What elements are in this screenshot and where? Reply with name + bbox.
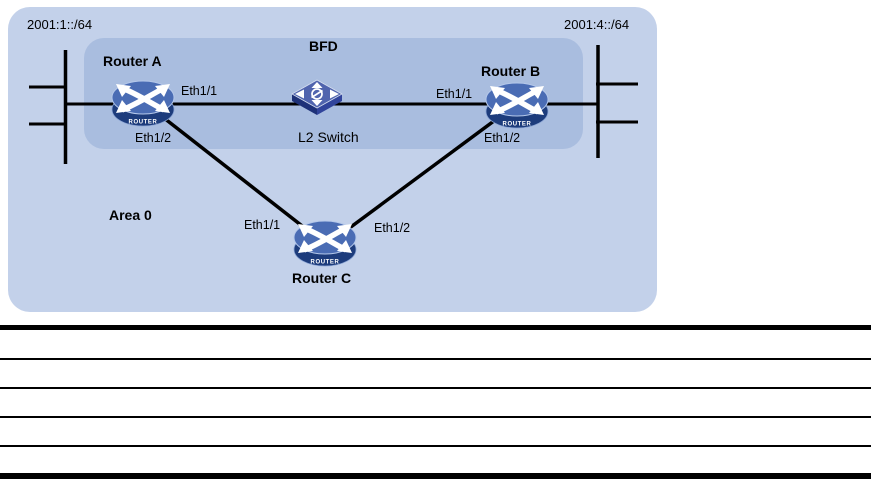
router-arrows [116, 84, 170, 113]
router-arrows [298, 224, 352, 253]
subnet-label-right: 2001:4::/64 [564, 17, 630, 32]
router-b-name: Router B [481, 63, 541, 79]
table-row-divider [0, 445, 871, 447]
router-b-icon: ROUTER [485, 82, 549, 129]
table-top-border [0, 325, 871, 330]
bfd-region-label: BFD [309, 38, 338, 54]
router-a-eth1-2-label: Eth1/2 [135, 131, 172, 145]
router-c-icon: ROUTER [293, 220, 357, 267]
link-b-c [338, 113, 504, 237]
router-c-eth1-1-label: Eth1/1 [244, 218, 281, 232]
router-a-icon: ROUTER [111, 80, 175, 127]
table-bottom-border [0, 473, 871, 479]
router-c-name: Router C [292, 270, 352, 286]
l2-switch-icon [291, 79, 343, 127]
router-a-badge: ROUTER [129, 120, 158, 126]
table-row-divider [0, 387, 871, 389]
router-c-eth1-2-label: Eth1/2 [374, 221, 411, 235]
router-b-eth1-2-label: Eth1/2 [484, 131, 521, 145]
router-a-eth1-1-label: Eth1/1 [181, 84, 218, 98]
router-b-eth1-1-label: Eth1/1 [436, 87, 473, 101]
l2-switch-name: L2 Switch [298, 129, 359, 145]
subnet-label-left: 2001:1::/64 [27, 17, 93, 32]
router-a-name: Router A [103, 53, 162, 69]
router-b-badge: ROUTER [503, 122, 532, 128]
switch-arrows [295, 82, 339, 106]
table-row-divider [0, 358, 871, 360]
area0-label: Area 0 [109, 207, 152, 223]
table-row-divider [0, 416, 871, 418]
router-arrows [490, 86, 544, 115]
link-a-c [153, 109, 317, 238]
router-c-badge: ROUTER [311, 260, 340, 266]
